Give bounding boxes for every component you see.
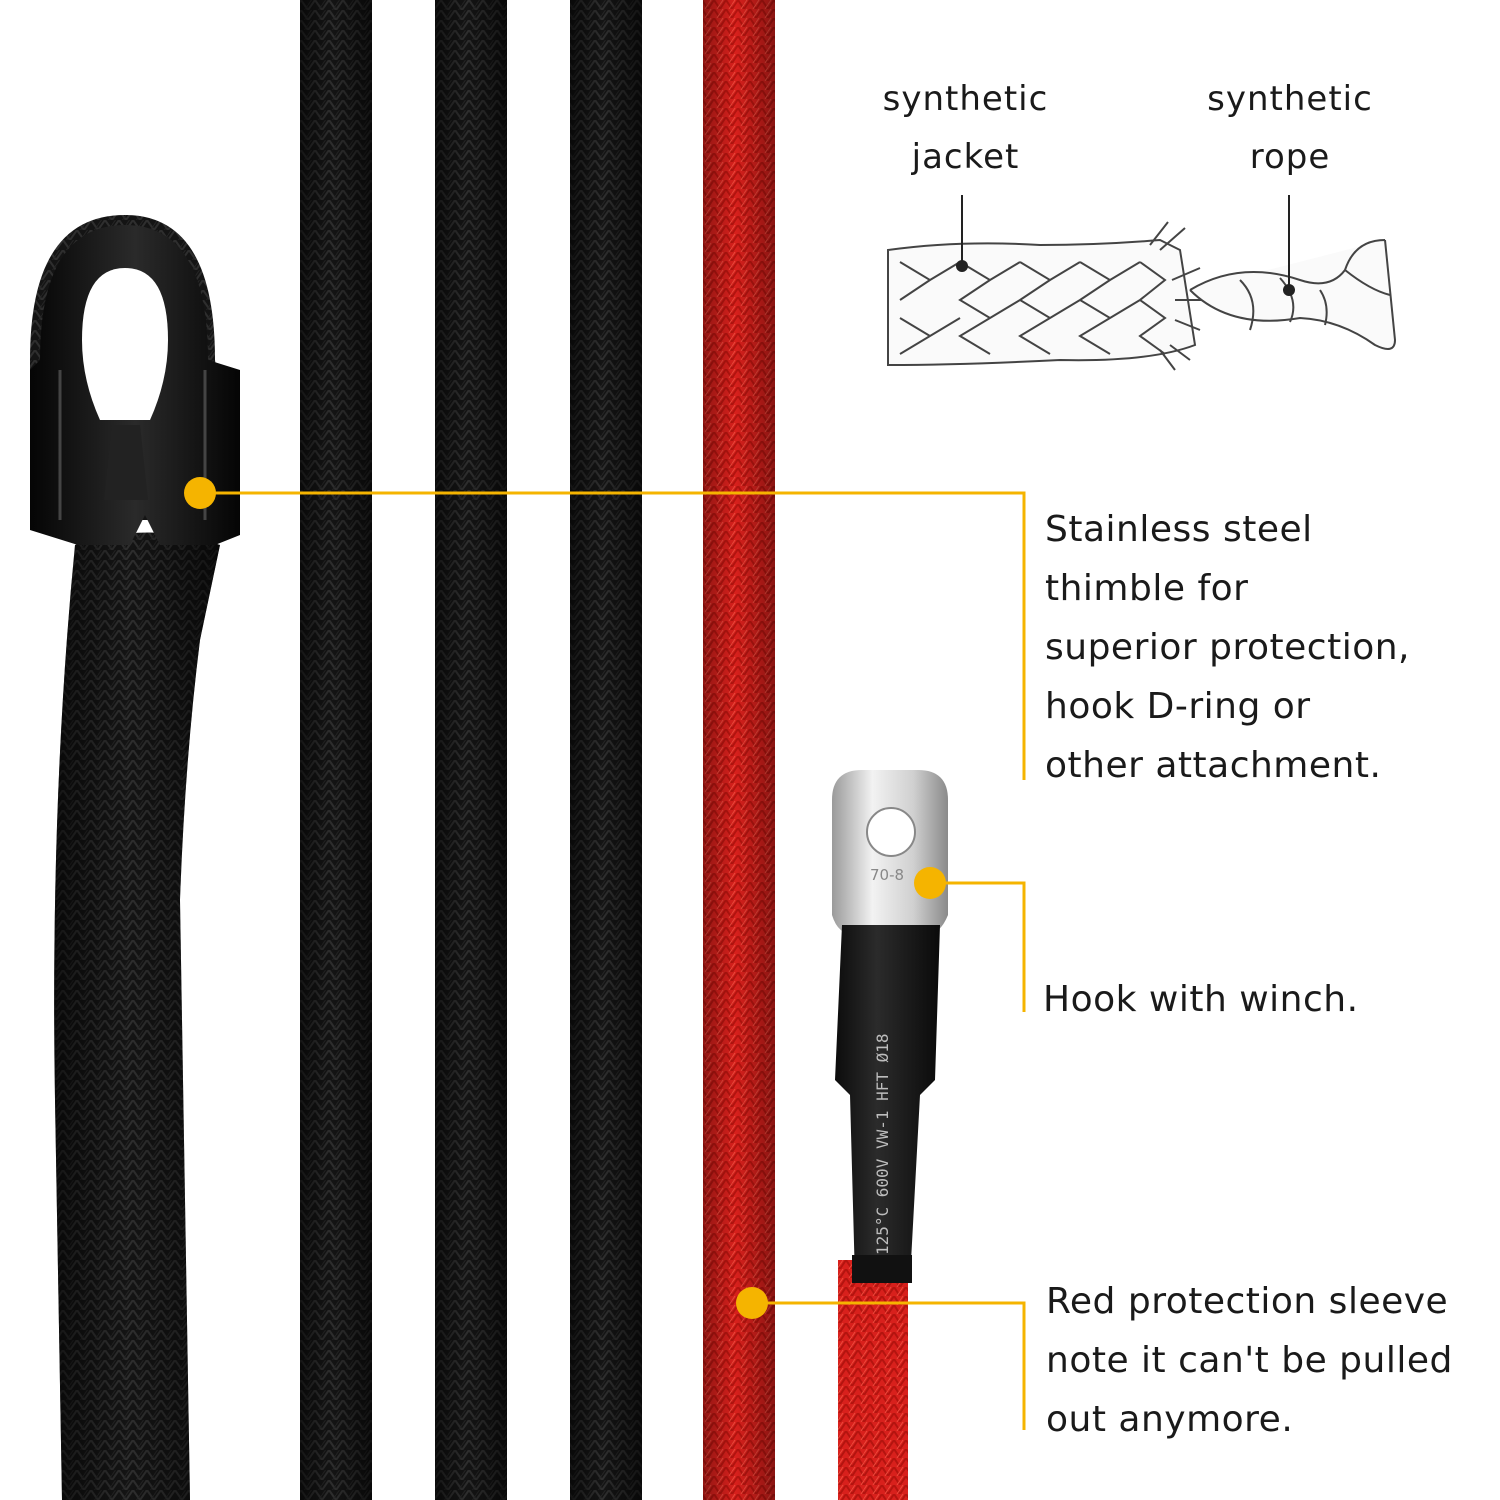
sleeve-callout-text: Red protection sleeve note it can't be p… [1046,1281,1453,1440]
tube-marking-text: 125°C 600V VW-1 HFT Ø18 [873,1033,892,1255]
jacket-pointer [956,195,968,272]
synthetic-rope-label: synthetic rope [1207,79,1373,177]
black-rope-3 [570,0,642,1500]
rope-construction-diagram [887,221,1397,371]
lug-stamp: 70-8 [870,866,904,884]
rope-pointer [1283,195,1295,296]
sleeve-callout-leader [736,1287,1026,1430]
hook-callout-text: Hook with winch. [1043,979,1359,1020]
hook-lug [832,770,948,1500]
black-rope-1 [300,0,372,1500]
lug-stamp-text: 70-8 [870,866,904,884]
thimble-callout-leader [184,477,1026,780]
tube-marking: 125°C 600V VW-1 HFT Ø18 [873,1033,892,1255]
black-rope-2 [435,0,507,1500]
red-sleeve-rope [703,0,775,1500]
hook-callout-leader [914,867,1026,1012]
synthetic-jacket-label: synthetic jacket [882,79,1049,177]
stainless-steel-thimble [30,225,240,545]
thimble-callout-text: Stainless steel thimble for superior pro… [1045,509,1410,786]
